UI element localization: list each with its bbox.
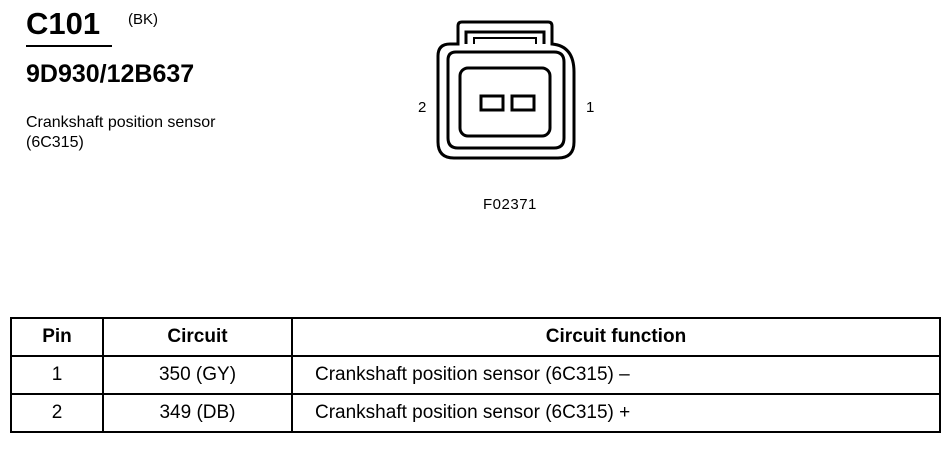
- pin-cavity-2: [479, 94, 505, 112]
- header-pin: Pin: [10, 317, 104, 357]
- connector-latch: [464, 30, 546, 44]
- cavity-housing: [458, 66, 552, 138]
- pin-label-2: 2: [418, 99, 427, 116]
- header-circuit-function: Circuit function: [291, 317, 941, 357]
- connector-description: Crankshaft position sensor (6C315): [26, 114, 216, 151]
- connector-inner-body: [446, 50, 566, 150]
- cell-circuit: 350 (GY): [102, 355, 293, 395]
- cell-pin: 1: [10, 355, 104, 395]
- connector-id-underline: [26, 45, 112, 47]
- pin-cavity-1: [510, 94, 536, 112]
- cell-circuit: 349 (DB): [102, 393, 293, 433]
- connector-outer-shell: [436, 20, 576, 160]
- figure-number: F02371: [483, 196, 537, 213]
- table-header-row: Pin Circuit Circuit function: [10, 317, 941, 357]
- cell-pin: 2: [10, 393, 104, 433]
- header-circuit: Circuit: [102, 317, 293, 357]
- connector-face-diagram: [436, 20, 576, 160]
- table-row: 2 349 (DB) Crankshaft position sensor (6…: [10, 393, 941, 433]
- connector-id: C101: [26, 6, 101, 41]
- table-row: 1 350 (GY) Crankshaft position sensor (6…: [10, 355, 941, 395]
- cell-circuit-function: Crankshaft position sensor (6C315) +: [291, 393, 941, 433]
- part-number: 9D930/12B637: [26, 60, 195, 88]
- pin-table: Pin Circuit Circuit function 1 350 (GY) …: [10, 317, 941, 433]
- connector-latch-inner: [473, 37, 537, 44]
- connector-color-code: (BK): [128, 11, 158, 28]
- pin-label-1: 1: [586, 99, 595, 116]
- cell-circuit-function: Crankshaft position sensor (6C315) –: [291, 355, 941, 395]
